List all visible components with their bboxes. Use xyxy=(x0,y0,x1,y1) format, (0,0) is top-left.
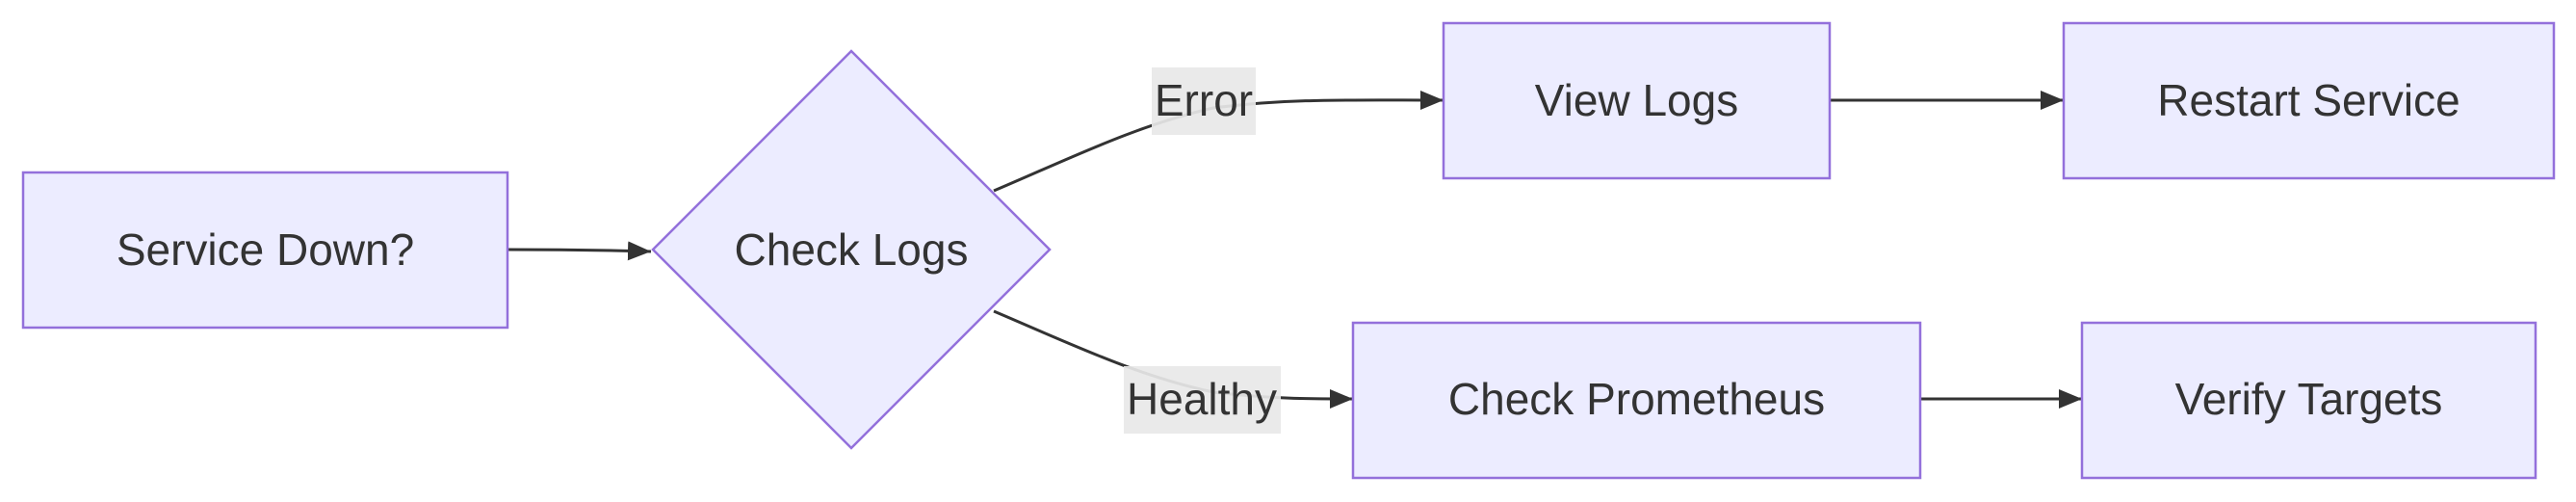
edge-label-healthy-text: Healthy xyxy=(1127,374,1277,424)
node-restart-service-label: Restart Service xyxy=(2157,75,2459,125)
edge-label-healthy-background xyxy=(1124,366,1281,434)
node-service-down[interactable]: Service Down? xyxy=(21,171,509,330)
node-view-logs[interactable]: View Logs xyxy=(1442,21,1832,180)
node-check-logs-diamond xyxy=(651,49,1052,450)
node-verify-targets[interactable]: Verify Targets xyxy=(2080,321,2537,480)
edge-label-healthy: Healthy xyxy=(1124,366,1281,434)
node-view-logs-box xyxy=(1442,21,1832,180)
edge-label-error: Error xyxy=(1152,67,1256,135)
node-check-prometheus-label: Check Prometheus xyxy=(1448,374,1825,424)
edge-label-error-text: Error xyxy=(1155,75,1253,125)
node-check-prometheus-box xyxy=(1351,321,1922,480)
node-check-logs-label: Check Logs xyxy=(735,225,969,275)
node-service-down-box xyxy=(21,171,509,330)
edge-label-error-background xyxy=(1152,67,1256,135)
node-check-logs[interactable]: Check Logs xyxy=(651,49,1052,450)
node-check-prometheus[interactable]: Check Prometheus xyxy=(1351,321,1922,480)
node-verify-targets-label: Verify Targets xyxy=(2175,374,2443,424)
node-restart-service-box xyxy=(2062,21,2556,180)
edge-service-down-to-check-logs xyxy=(507,241,652,261)
node-verify-targets-box xyxy=(2080,321,2537,480)
node-view-logs-label: View Logs xyxy=(1535,75,1738,125)
node-restart-service[interactable]: Restart Service xyxy=(2062,21,2556,180)
node-service-down-label: Service Down? xyxy=(117,225,414,275)
